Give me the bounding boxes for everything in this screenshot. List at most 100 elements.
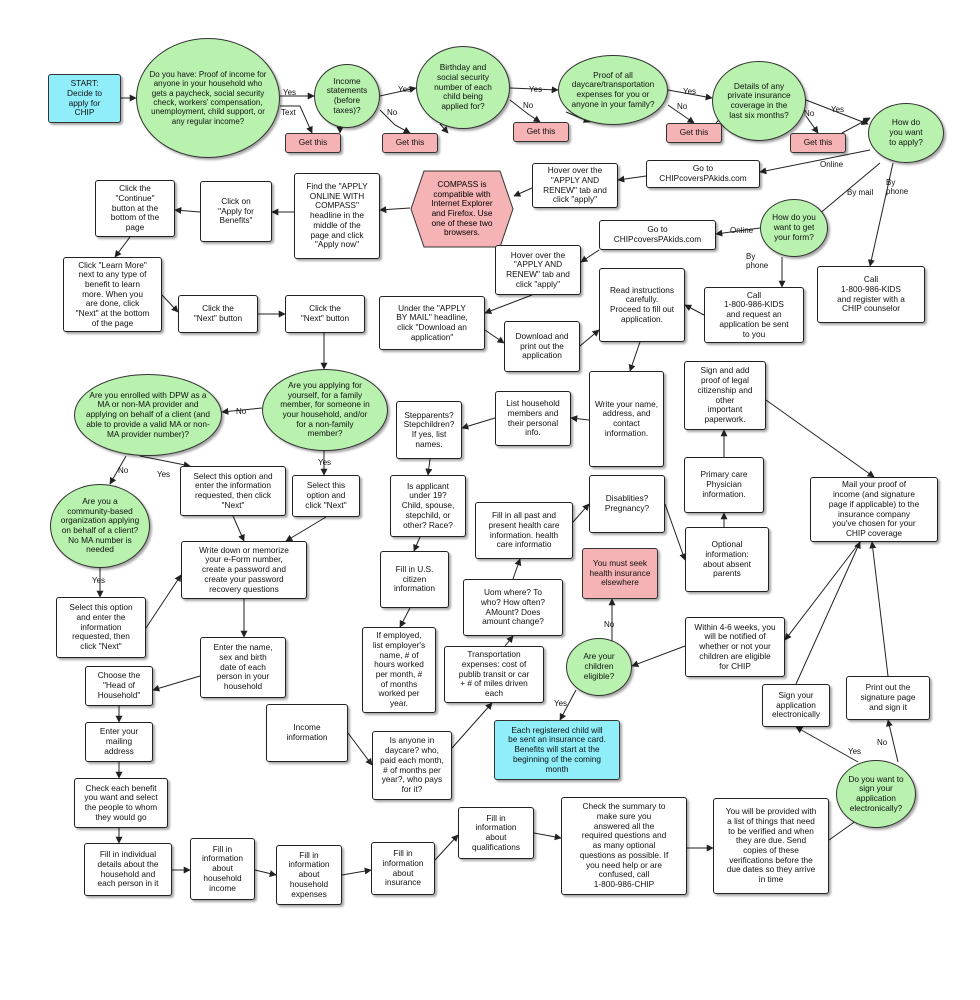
connector-arrow (795, 541, 861, 685)
call-register-counselor-step: Call 1-800-986-KIDS and register with a … (817, 266, 925, 323)
daycare-transport-decision: Proof of all daycare/transportation expe… (558, 55, 668, 125)
edge-label-no: No (677, 102, 688, 111)
write-name-step: Write your name, address, and contact in… (589, 371, 664, 467)
edge-label-no: No (877, 738, 888, 747)
connector-arrow (139, 455, 191, 469)
primary-care-step: Primary care Physician information. (684, 457, 764, 513)
applying-for-decision: Are you applying for yourself, for a fam… (262, 369, 388, 451)
hover-apply-renew-step: Hover over the "APPLY AND RENEW" tab and… (532, 163, 618, 208)
connector-arrow (509, 86, 559, 94)
head-household-step: Choose the "Head of Household" (85, 666, 153, 706)
click-apply-benefits-step: Click on "Apply for Benefits" (200, 181, 272, 242)
enter-names-step: Enter the name, sex and birth date of ea… (200, 637, 286, 698)
fill-individual-step: Fill in individual details about the hou… (84, 843, 172, 896)
birthday-ssn-decision: Birthday and social security number of e… (416, 46, 510, 129)
compass-note-text: COMPASS is compatible with Internet Expl… (431, 178, 493, 238)
notification-wait-step: Within 4-6 weeks, you will be notified o… (685, 617, 785, 677)
edge-label-no: No (804, 109, 815, 118)
sign-electronically-step: Sign your application electronically (762, 684, 830, 727)
edge-label-yes: Yes (92, 576, 106, 585)
connector-arrow (805, 115, 819, 134)
connector-arrow (451, 702, 493, 749)
connector-arrow (232, 515, 245, 542)
connector-arrow (759, 149, 871, 175)
edge-label-no: No (604, 620, 615, 629)
connector-arrow (161, 294, 179, 313)
connector-arrow (559, 689, 577, 721)
health-care-info-step: Fill in all past and present health care… (475, 502, 573, 559)
connector-arrow (285, 516, 327, 542)
check-summary-step: Check the summary to make sure you answe… (561, 797, 687, 895)
stepparents-step: Stepparents? Stepchildren? If yes, list … (396, 401, 462, 459)
connector-arrow (434, 834, 459, 861)
connector-arrow (667, 104, 695, 124)
select-enter-info-step: Select this option and enter the informa… (180, 466, 286, 516)
edge-label-by-phone: By phone (746, 252, 769, 270)
connector-arrow (379, 85, 417, 97)
connector-arrow (631, 645, 686, 668)
connector-arrow (145, 574, 182, 629)
edge-label-yes: Yes (283, 88, 297, 97)
seek-insurance-elsewhere: You must seek health insurance elsewhere (582, 548, 658, 599)
fill-qualifications-step: Fill in information about qualifications (458, 807, 534, 859)
compass-browser-note: COMPASS is compatible with Internet Expl… (410, 170, 514, 248)
download-print-step: Download and print out the application (504, 321, 580, 372)
dpw-provider-decision: Are you enrolled with DPW as a MA or non… (74, 374, 222, 456)
list-household-step: List household members and their persona… (495, 391, 571, 446)
connector-arrow (254, 869, 277, 877)
connector-arrow (114, 236, 131, 258)
connector-arrow (399, 607, 411, 628)
sign-proof-citizenship-step: Sign and add proof of legal citizenship … (684, 361, 766, 430)
find-apply-online-step: Find the "APPLY ONLINE WITH COMPASS" hea… (294, 173, 380, 259)
connector-arrow (280, 105, 313, 134)
disabilities-pregnancy-step: Disablities? Pregnancy? (589, 475, 665, 533)
call-request-application-step: Call 1-800-986-KIDS and request an appli… (704, 287, 804, 343)
get-this-button: Get this (285, 133, 341, 153)
edge-label-by-mail: By mail (847, 188, 874, 197)
connector-arrow (886, 719, 899, 763)
print-signature-step: Print out the signature page and sign it (846, 676, 930, 720)
go-to-website-step: Go to CHIPcoversPAkids.com (599, 220, 716, 250)
fill-household-income-step: Fill in information about household inco… (190, 838, 255, 900)
connector-arrow (461, 417, 496, 430)
income-info-step: Income information (266, 704, 348, 762)
select-enter-info-step: Select this option and enter the informa… (56, 597, 146, 658)
employment-info-step: If employed, list employer's name, # of … (362, 627, 436, 713)
get-this-button: Get this (513, 122, 569, 142)
mail-proof-step: Mail your proof of income (and signature… (810, 477, 938, 542)
edge-label-yes: Yes (848, 747, 862, 756)
connector-arrow (579, 329, 600, 347)
edge-label-online: Online (730, 226, 754, 235)
proof-of-income-decision: Do you have: Proof of income for anyone … (136, 38, 280, 158)
connector-arrow (413, 536, 421, 552)
verification-list-step: You will be provided with a list of thin… (713, 798, 829, 894)
children-eligible-decision: Are your children eligible? (566, 638, 632, 696)
edge-label-yes: Yes (554, 699, 568, 708)
connector-arrow (684, 304, 705, 316)
fill-insurance-step: Fill in information about insurance (371, 842, 435, 895)
connector-arrow (667, 89, 713, 101)
connector-arrow (509, 99, 541, 123)
edge-label-online: Online (820, 160, 844, 169)
community-org-decision: Are you a community-based organization a… (50, 484, 150, 568)
connector-arrow (439, 123, 449, 134)
check-benefit-step: Check each benefit you want and select t… (74, 778, 168, 828)
medical-expenses-step: Uom where? To who? How often? AMount? Do… (463, 579, 563, 636)
edge-label-no: No (387, 108, 398, 117)
connector-arrow (811, 162, 881, 221)
connector-arrow (513, 187, 533, 197)
select-click-next-step: Select this option and click "Next" (292, 475, 360, 517)
connector-arrow (628, 341, 641, 372)
edge-label-no: No (118, 466, 129, 475)
absent-parents-step: Optional information: about absent paren… (685, 527, 769, 592)
connector-arrow (347, 732, 373, 766)
connector-arrow (841, 117, 871, 134)
insurance-card-end: Each registered child will be sent an in… (494, 720, 620, 780)
connector-arrow (869, 541, 889, 677)
daycare-info-step: Is anyone in daycare? who, paid each mon… (372, 731, 452, 800)
connector-arrow (379, 206, 411, 214)
learn-more-step: Click "Learn More" next to any type of b… (63, 257, 162, 332)
edge-label-yes: Yes (398, 85, 412, 94)
connector-arrow (572, 503, 590, 523)
mailing-address-step: Enter your mailing address (85, 722, 153, 762)
